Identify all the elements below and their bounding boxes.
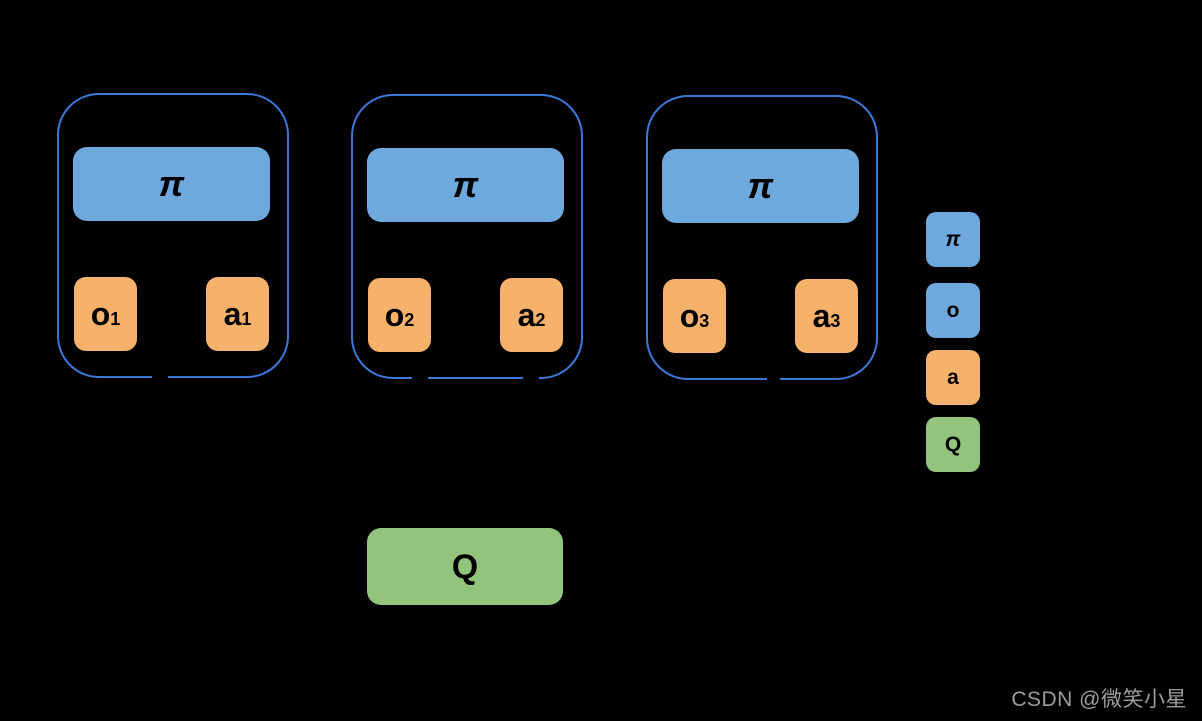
q-function-label: Q xyxy=(451,547,479,586)
policy-label: π xyxy=(158,163,185,204)
action-subscript: 2 xyxy=(535,310,546,330)
outline-gap xyxy=(412,373,428,381)
watermark: CSDN @微笑小星 xyxy=(1011,688,1187,711)
legend-label-observation: o xyxy=(946,298,960,322)
legend-item-policy: π xyxy=(926,212,980,267)
policy-label: π xyxy=(747,165,774,206)
action-label: a xyxy=(517,297,536,333)
observation-label: o xyxy=(90,296,111,332)
legend-item-qfunction: Q xyxy=(926,417,980,472)
action-subscript: 1 xyxy=(241,309,252,329)
legend-label-policy: π xyxy=(945,227,961,251)
outline-gap xyxy=(152,372,168,380)
observation-subscript: 3 xyxy=(699,311,710,331)
outline-gap xyxy=(767,374,780,382)
legend-label-action: a xyxy=(947,365,959,389)
q-function-box: Q xyxy=(367,528,563,605)
observation-label: o xyxy=(679,298,700,334)
legend-label-qfunction: Q xyxy=(944,432,962,456)
action-label: a xyxy=(812,298,831,334)
policy-box: π xyxy=(662,149,859,223)
outline-gap xyxy=(523,373,539,381)
action-subscript: 3 xyxy=(830,311,841,331)
observation-subscript: 2 xyxy=(404,310,415,330)
observation-subscript: 1 xyxy=(110,309,121,329)
policy-box: π xyxy=(73,147,270,221)
legend-item-action: a xyxy=(926,350,980,405)
policy-box: π xyxy=(367,148,564,222)
legend-item-observation: o xyxy=(926,283,980,338)
action-label: a xyxy=(223,296,242,332)
policy-label: π xyxy=(452,164,479,205)
observation-label: o xyxy=(384,297,405,333)
